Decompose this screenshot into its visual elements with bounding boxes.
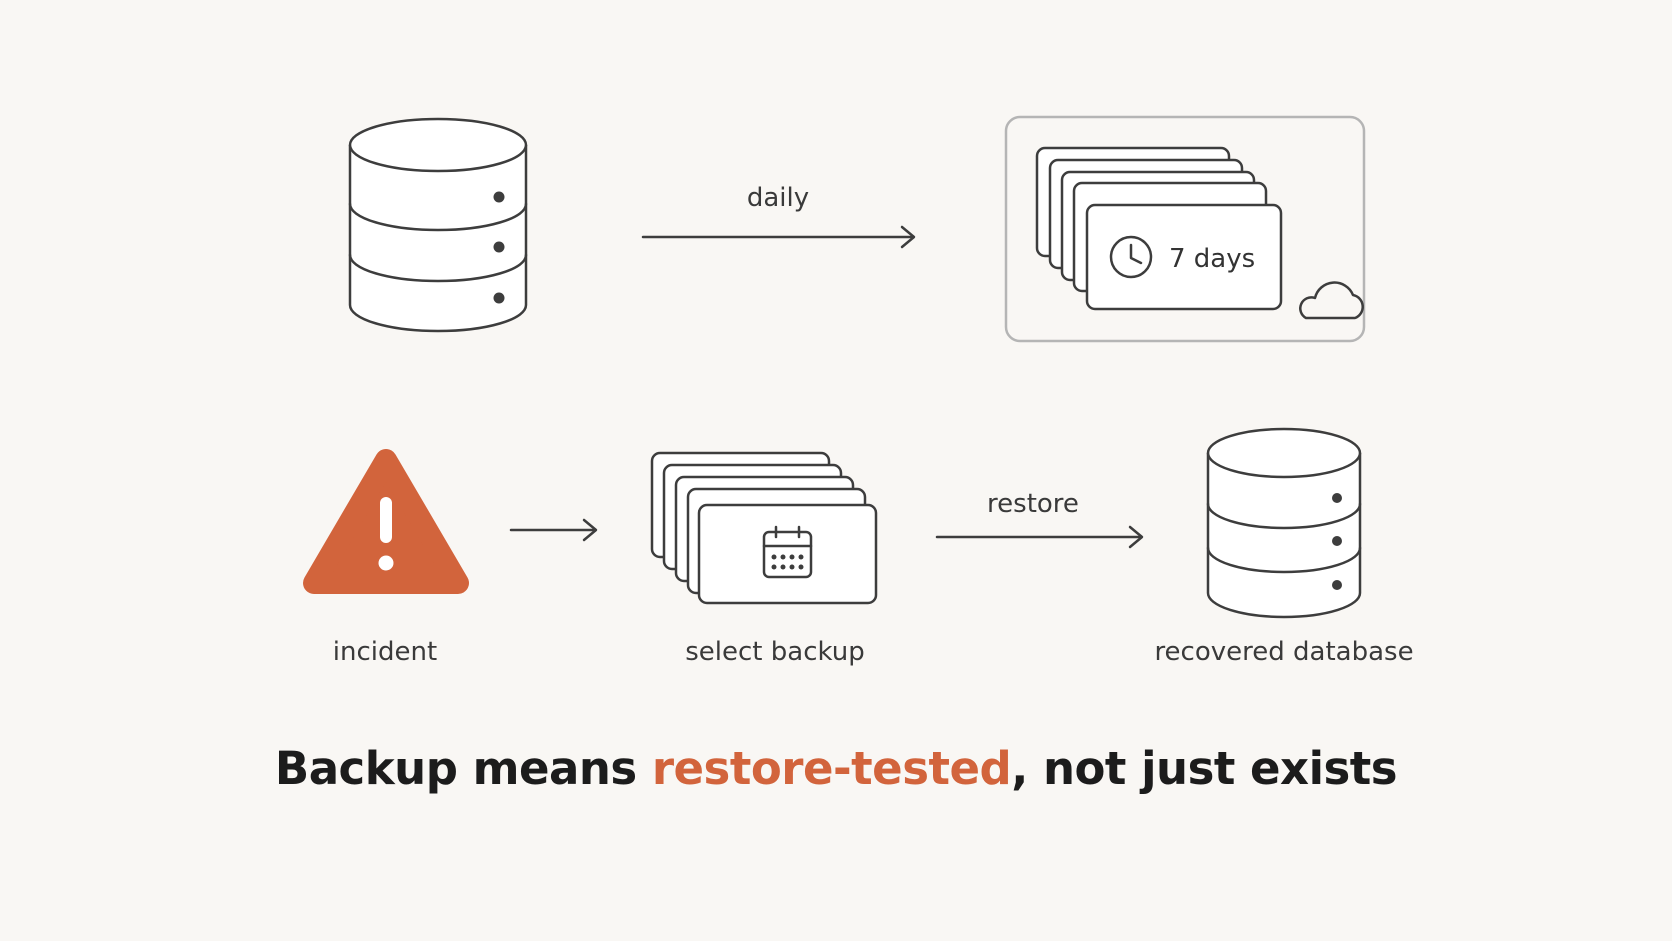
daily-label: daily — [747, 183, 809, 213]
incident-label: incident — [333, 637, 437, 667]
recovered-database-icon — [1206, 427, 1362, 619]
restore-label: restore — [987, 489, 1079, 519]
warning-icon — [303, 449, 469, 594]
tagline: Backup means restore-tested, not just ex… — [0, 742, 1672, 795]
tagline-part1: Backup means — [274, 742, 652, 795]
select-backup-stack — [650, 451, 878, 605]
tagline-part2: , not just exists — [1011, 742, 1398, 795]
select-backup-label: select backup — [685, 637, 865, 667]
backup-snapshot-stack — [1035, 146, 1283, 311]
calendar-icon — [762, 525, 813, 579]
clock-icon — [1109, 235, 1153, 279]
incident-to-select-arrow — [509, 518, 598, 542]
tagline-highlight: restore-tested — [651, 742, 1012, 795]
restore-arrow: restore — [935, 489, 1144, 549]
retention-label: 7 days — [1169, 244, 1255, 274]
backup-storage-box: 7 days — [1004, 115, 1366, 343]
daily-arrow: daily — [641, 183, 916, 249]
source-database-icon — [348, 117, 528, 333]
cloud-icon — [1299, 281, 1364, 320]
recovered-database-label: recovered database — [1154, 637, 1413, 667]
